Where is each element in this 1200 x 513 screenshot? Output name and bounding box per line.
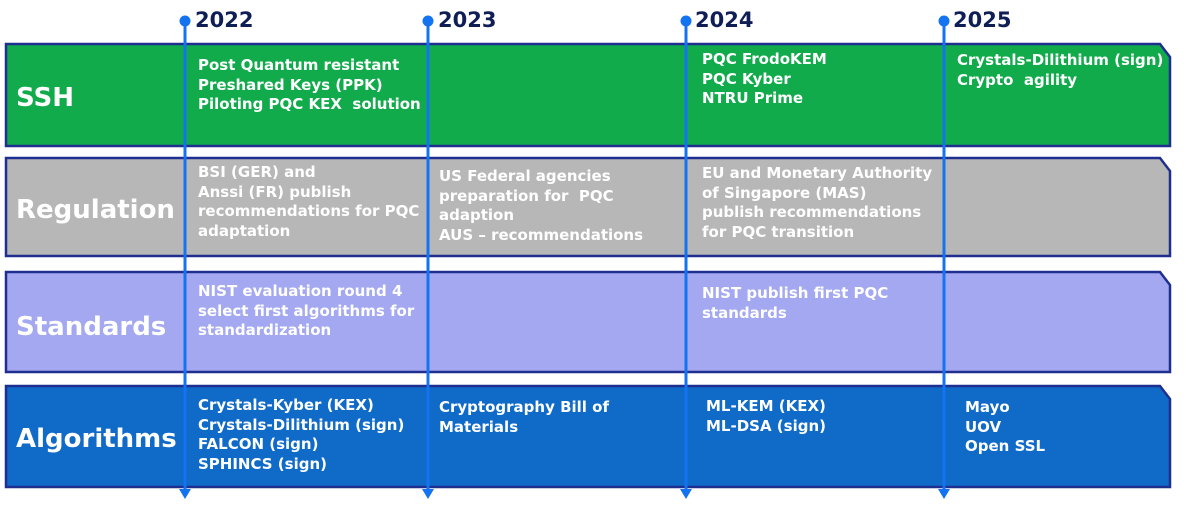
cell-line: preparation for PQC [439, 186, 614, 205]
cell-line: ML-KEM (KEX) [706, 397, 826, 415]
regulation-2023-cell: US Federal agencies preparation for PQC … [439, 167, 643, 245]
cell-line: Post Quantum resistant [198, 56, 400, 74]
cell-line: PQC Kyber [702, 69, 791, 88]
algorithms-2022-cell: Crystals-Kyber (KEX) Crystals-Dilithium … [198, 396, 404, 474]
standards-2022-cell: NIST evaluation round 4 select first alg… [198, 282, 414, 341]
cell-line: adaption [439, 206, 515, 224]
cell-line: NTRU Prime [702, 89, 804, 107]
cell-line: Crystals-Dilithium (sign) [198, 415, 405, 434]
cell-line: AUS – recommendations [439, 225, 644, 244]
cell-line: UOV [965, 417, 1002, 436]
regulation-2024-cell: EU and Monetary Authority of Singapore (… [702, 164, 932, 242]
cell-line: EU and Monetary Authority [702, 164, 933, 182]
lane-label-regulation: Regulation [16, 195, 175, 225]
cell-line: for PQC transition [702, 222, 855, 241]
algorithms-2023-cell: Cryptography Bill of Materials [439, 398, 609, 437]
cell-line: Mayo [965, 398, 1010, 416]
cell-line: BSI (GER) and [198, 163, 316, 181]
cell-line: Crystals-Dilithium (sign) [957, 51, 1164, 69]
regulation-2022-cell: BSI (GER) and Anssi (FR) publish recomme… [198, 163, 419, 241]
cell-line: SPHINCS (sign) [198, 454, 327, 473]
cell-line: US Federal agencies [439, 167, 611, 185]
year-label-2024: 2024 [695, 8, 754, 32]
cell-line: ML-DSA (sign) [706, 416, 826, 435]
cell-line: Cryptography Bill of [439, 398, 609, 416]
cell-line: Anssi (FR) publish [198, 182, 352, 201]
cell-line: adaptation [198, 221, 291, 240]
ssh-2024-cell: PQC FrodoKEM PQC Kyber NTRU Prime [702, 50, 827, 109]
cell-line: publish recommendations [702, 203, 922, 221]
year-label-2022: 2022 [195, 8, 254, 32]
ssh-2022-cell: Post Quantum resistant Preshared Keys (P… [198, 56, 421, 115]
cell-line: Piloting PQC KEX solution [198, 95, 421, 113]
lane-band-algorithms [4, 384, 1172, 489]
cell-line: PQC FrodoKEM [702, 50, 827, 68]
cell-line: Open SSL [965, 437, 1046, 455]
ssh-2025-cell: Crystals-Dilithium (sign) Crypto agility [957, 51, 1163, 90]
lane-band-standards [4, 270, 1172, 374]
lane-label-algorithms: Algorithms [16, 424, 177, 454]
algorithms-2024-cell: ML-KEM (KEX) ML-DSA (sign) [706, 397, 826, 436]
cell-line: recommendations for PQC [198, 202, 420, 220]
cell-line: NIST publish first PQC [702, 284, 889, 302]
year-label-2025: 2025 [953, 8, 1012, 32]
lane-band-regulation [4, 156, 1172, 258]
lane-label-ssh: SSH [16, 83, 75, 113]
cell-line: standards [702, 303, 787, 322]
cell-line: Preshared Keys (PPK) [198, 75, 383, 94]
cell-line: FALCON (sign) [198, 435, 319, 453]
lane-band-ssh [4, 42, 1172, 148]
cell-line: NIST evaluation round 4 [198, 282, 403, 300]
cell-line: standardization [198, 321, 332, 339]
standards-2024-cell: NIST publish first PQC standards [702, 284, 888, 323]
lane-label-standards: Standards [16, 312, 167, 342]
cell-line: Crypto agility [957, 70, 1078, 89]
cell-line: select first algorithms for [198, 301, 415, 320]
algorithms-2025-cell: Mayo UOV Open SSL [965, 398, 1045, 457]
cell-line: Materials [439, 417, 519, 436]
year-label-2023: 2023 [438, 8, 497, 32]
cell-line: of Singapore (MAS) [702, 183, 867, 202]
cell-line: Crystals-Kyber (KEX) [198, 396, 374, 414]
